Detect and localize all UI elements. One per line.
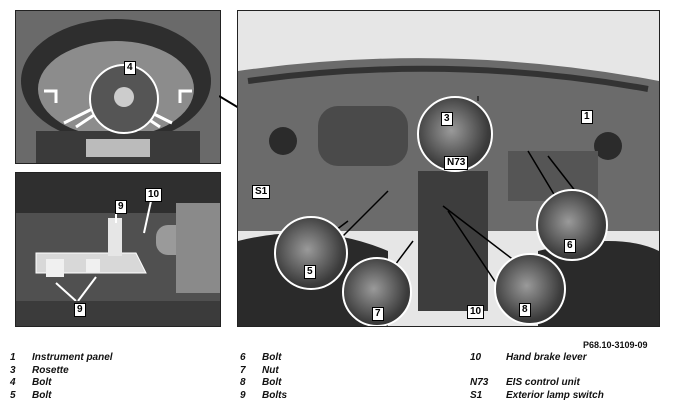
legend-label: Bolt [262, 352, 282, 363]
callout-9-upper: 9 [115, 200, 127, 214]
detail-photo-hand-brake: 9 10 9 [15, 172, 221, 327]
figure-reference: P68.10-3109-09 [583, 340, 648, 350]
legend-item: 5 Bolt [10, 390, 113, 403]
legend-label: Exterior lamp switch [506, 389, 604, 401]
instrument-cluster-illustration [16, 11, 220, 163]
main-photo-dashboard: 1 3 N73 S1 5 6 7 8 10 [237, 10, 660, 327]
legend-item: 9 Bolts [240, 390, 287, 403]
legend-number: 9 [240, 389, 246, 401]
legend-column-3: 10 Hand brake lever N73 EIS control unit S… [470, 352, 604, 402]
legend-number: 10 [470, 352, 482, 363]
legend-item: 3 Rosette [10, 365, 113, 378]
legend-number: 7 [240, 364, 246, 376]
legend-number: 5 [10, 389, 16, 401]
legend-item: 10 Hand brake lever [470, 352, 604, 365]
callout-10: 10 [145, 188, 163, 202]
callout-s1: S1 [252, 185, 271, 199]
callout-7: 7 [372, 307, 384, 321]
legend-label: Instrument panel [32, 352, 113, 363]
legend-label: Bolts [262, 389, 287, 401]
legend-number: 4 [10, 377, 16, 388]
legend-label: Nut [262, 364, 279, 376]
callout-9-lower: 9 [74, 303, 86, 317]
callout-8: 8 [519, 303, 531, 317]
legend-number: 3 [10, 364, 16, 376]
legend-label: Bolt [32, 389, 52, 401]
legend-item: 1 Instrument panel [10, 352, 113, 365]
legend-label: Hand brake lever [506, 352, 587, 363]
legend-item: N73 EIS control unit [470, 377, 604, 390]
legend-item: S1 Exterior lamp switch [470, 390, 604, 403]
legend-label: Bolt [262, 377, 282, 388]
legend-label: EIS control unit [506, 377, 580, 388]
callout-5: 5 [304, 265, 316, 279]
legend-number: N73 [470, 377, 489, 388]
legend-item: 4 Bolt [10, 377, 113, 390]
legend-number: 8 [240, 377, 246, 388]
callout-1: 1 [581, 110, 593, 124]
callout-n73: N73 [444, 156, 469, 170]
legend-item: 7 Nut [240, 365, 287, 378]
callout-10-main: 10 [467, 305, 485, 319]
hand-brake-illustration [16, 173, 220, 326]
callout-6: 6 [564, 239, 576, 253]
callout-3: 3 [441, 112, 453, 126]
legend-number: 1 [10, 352, 16, 363]
legend-item: 8 Bolt [240, 377, 287, 390]
callout-4: 4 [124, 61, 136, 75]
legend-spacer [470, 365, 604, 378]
legend-number: 6 [240, 352, 246, 363]
legend-item: 6 Bolt [240, 352, 287, 365]
detail-photo-instrument-cluster: 4 [15, 10, 221, 164]
legend-label: Rosette [32, 364, 69, 376]
legend-label: Bolt [32, 377, 52, 388]
legend-number: S1 [470, 389, 483, 401]
zoom-circle-bolt-5 [274, 216, 348, 290]
